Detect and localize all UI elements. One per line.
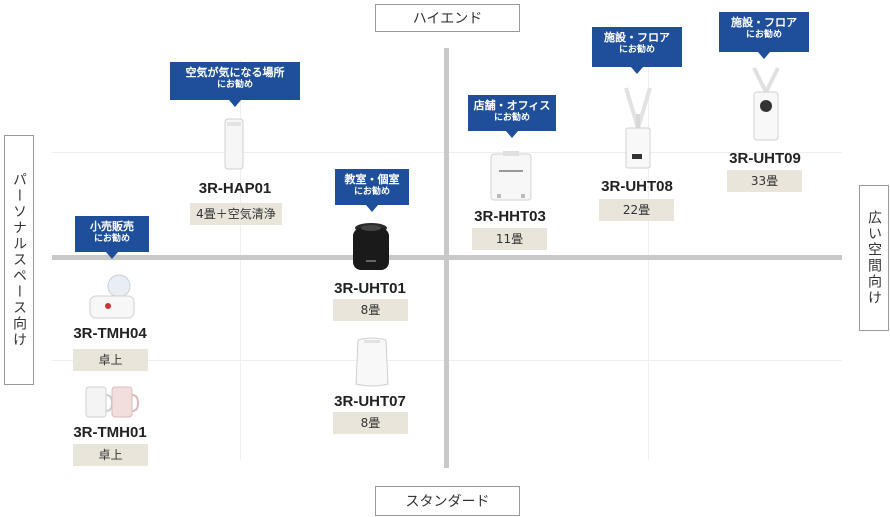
room-size-tag: 卓上: [73, 444, 148, 466]
vertical-axis: [444, 48, 449, 468]
room-size-tag: 8畳: [333, 412, 408, 434]
callout-uht08: 施設・フロアにお勧め: [592, 27, 682, 74]
model-name: 3R-TMH04: [73, 325, 147, 342]
callout-tmh04: 小売販売にお勧め: [75, 216, 149, 259]
room-size-tag: 33畳: [727, 170, 802, 192]
axis-label-bottom: スタンダード: [375, 486, 520, 516]
model-name: 3R-HHT03: [474, 208, 546, 225]
tall-floor-humidifier-icon: [748, 66, 784, 146]
room-size-tag: 卓上: [73, 349, 148, 371]
callout-uht01: 教室・個室にお勧め: [335, 169, 409, 212]
model-name: 3R-HAP01: [198, 180, 272, 197]
white-box-humidifier-icon: [352, 336, 392, 392]
callout-hap01: 空気が気になる場所にお勧め: [170, 62, 300, 107]
desk-humidifier-globe-icon: [86, 270, 138, 326]
model-name: 3R-UHT08: [601, 178, 673, 195]
model-name: 3R-TMH01: [73, 424, 147, 441]
axis-label-left: パーソナルスペース向け: [4, 135, 34, 385]
model-name: 3R-UHT09: [729, 150, 801, 167]
axis-label-top: ハイエンド: [375, 4, 520, 32]
callout-uht09: 施設・フロアにお勧め: [719, 12, 809, 59]
black-round-humidifier-icon: [350, 222, 392, 278]
callout-hht03: 店舗・オフィスにお勧め: [468, 95, 556, 138]
white-square-humidifier-icon: [489, 150, 533, 206]
mug-humidifier-pair-icon: [84, 383, 140, 425]
model-name: 3R-UHT07: [334, 393, 406, 410]
room-size-tag: 8畳: [333, 299, 408, 321]
room-size-tag: 11畳: [472, 228, 547, 250]
room-size-tag: 22畳: [599, 199, 674, 221]
floor-humidifier-two-nozzle-icon: [620, 84, 656, 176]
slim-cylinder-purifier-icon: [224, 118, 244, 174]
model-name: 3R-UHT01: [334, 280, 406, 297]
room-size-tag: 4畳＋空気清浄: [190, 203, 282, 225]
axis-label-right: 広い空間向け: [859, 185, 889, 331]
